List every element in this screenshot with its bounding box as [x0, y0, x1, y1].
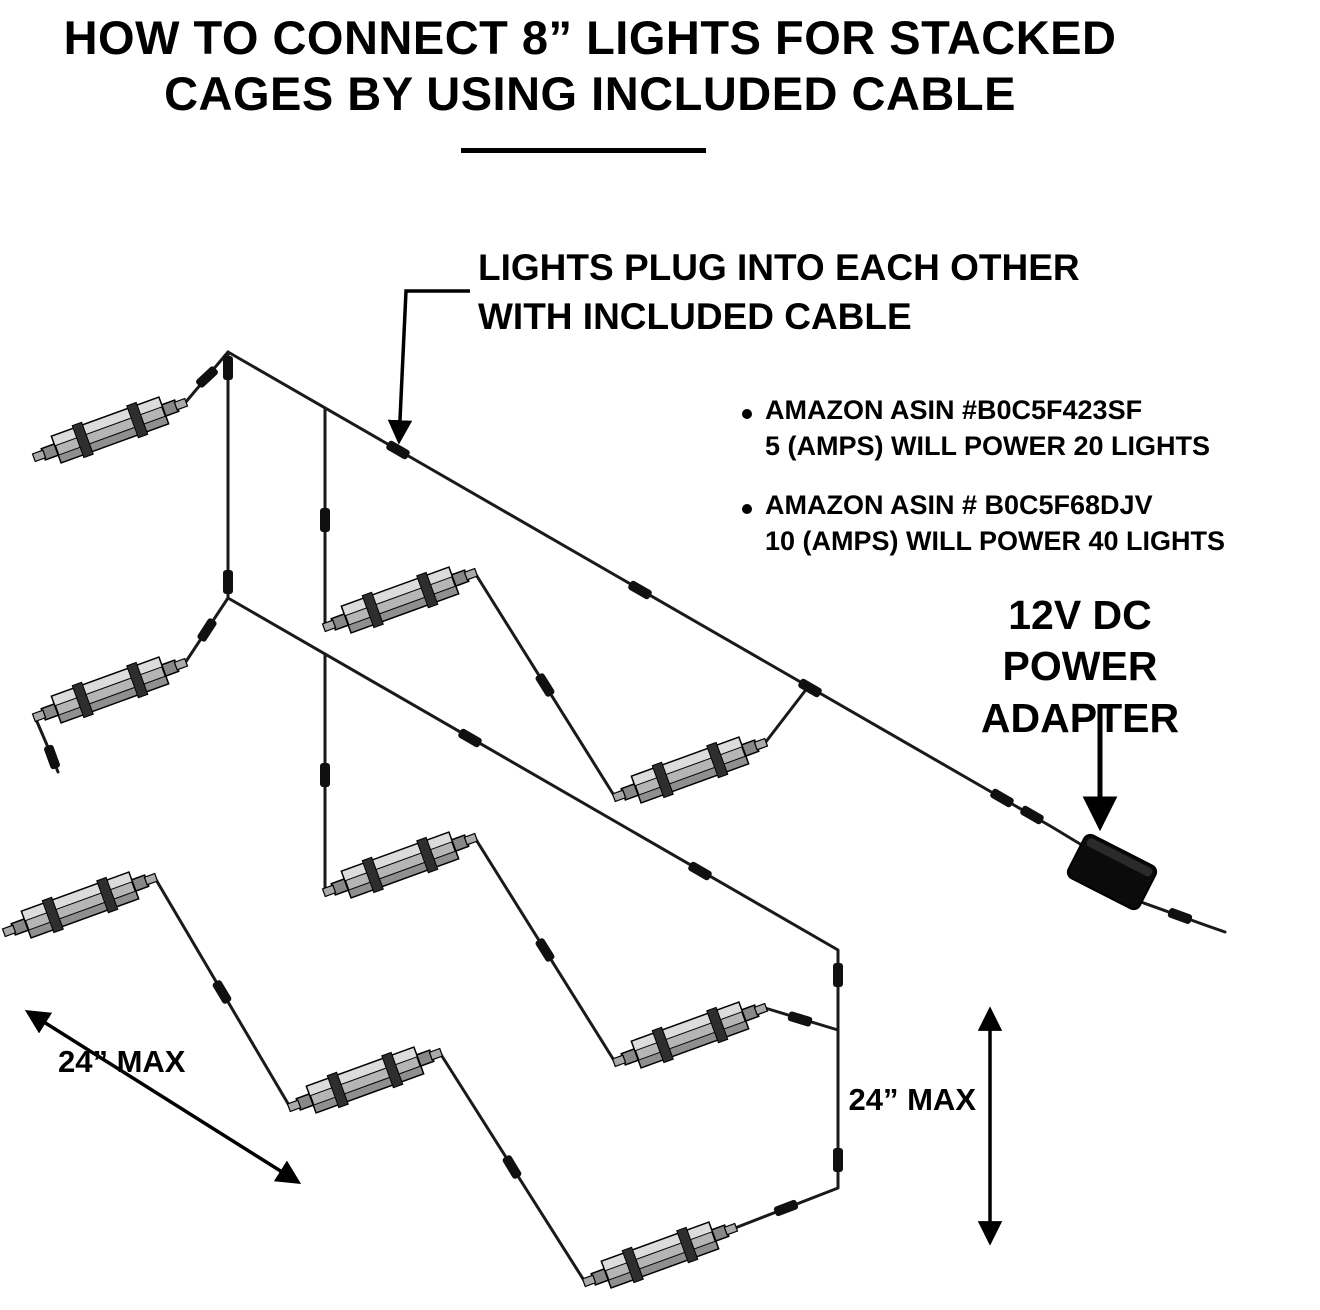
- light-bar: [0, 860, 163, 950]
- light-bars: [0, 385, 773, 1300]
- plug-note-arrow: [387, 289, 470, 445]
- bullet-dot: [742, 503, 752, 514]
- asin-1-line-2: 5 (AMPS) WILL POWER 20 LIGHTS: [765, 431, 1211, 462]
- asin-bullets: AMAZON ASIN #B0C5F423SF 5 (AMPS) WILL PO…: [742, 392, 1225, 582]
- measure-arrow-left: [24, 1010, 302, 1184]
- arrows: [24, 289, 1118, 1246]
- light-bar: [607, 990, 773, 1080]
- cable-adapter-output: [1139, 900, 1227, 934]
- title-line-2: CAGES BY USING INCLUDED CABLE: [164, 67, 1016, 121]
- asin-2-line-1: AMAZON ASIN # B0C5F68DJV: [765, 489, 1153, 520]
- measure-label-right: 24” MAX: [848, 1082, 976, 1117]
- page-title: HOW TO CONNECT 8” LIGHTS FOR STACKED CAG…: [0, 10, 1180, 123]
- asin-2-line-2: 10 (AMPS) WILL POWER 40 LIGHTS: [765, 526, 1226, 557]
- light-bar: [27, 645, 193, 735]
- power-adapter-label-line-2: ADAPTER: [980, 694, 1180, 741]
- measure-label-left: 24” MAX: [58, 1044, 186, 1079]
- light-bar: [607, 725, 773, 815]
- light-bar: [282, 1035, 448, 1125]
- plug-note-line-2: WITH INCLUDED CABLE: [478, 295, 912, 337]
- title-underline: [461, 148, 706, 153]
- cable-trunk-shelf2: [226, 596, 840, 1230]
- light-bar: [317, 555, 483, 645]
- asin-1-line-1: AMAZON ASIN #B0C5F423SF: [765, 395, 1143, 425]
- asin-bullet-1: AMAZON ASIN #B0C5F423SF 5 (AMPS) WILL PO…: [742, 392, 1225, 465]
- light-bar: [27, 385, 193, 475]
- plug-note: LIGHTS PLUG INTO EACH OTHER WITH INCLUDE…: [478, 244, 1080, 342]
- light-bar: [317, 820, 483, 910]
- cable-link-1: [763, 685, 810, 745]
- power-adapter-label-line-1: 12V DC POWER: [1002, 592, 1158, 690]
- cable-left-spine: [183, 350, 230, 665]
- asin-bullet-2: AMAZON ASIN # B0C5F68DJV 10 (AMPS) WILL …: [742, 487, 1225, 560]
- power-adapter-brick: [1066, 833, 1158, 911]
- cable-trunk-shelf1: [226, 350, 1092, 852]
- power-adapter-label: 12V DC POWER ADAPTER: [930, 590, 1230, 744]
- light-bar: [577, 1210, 743, 1300]
- bullet-dot: [742, 409, 752, 419]
- title-line-1: HOW TO CONNECT 8” LIGHTS FOR STACKED: [63, 11, 1117, 64]
- plug-note-line-1: LIGHTS PLUG INTO EACH OTHER: [478, 247, 1080, 288]
